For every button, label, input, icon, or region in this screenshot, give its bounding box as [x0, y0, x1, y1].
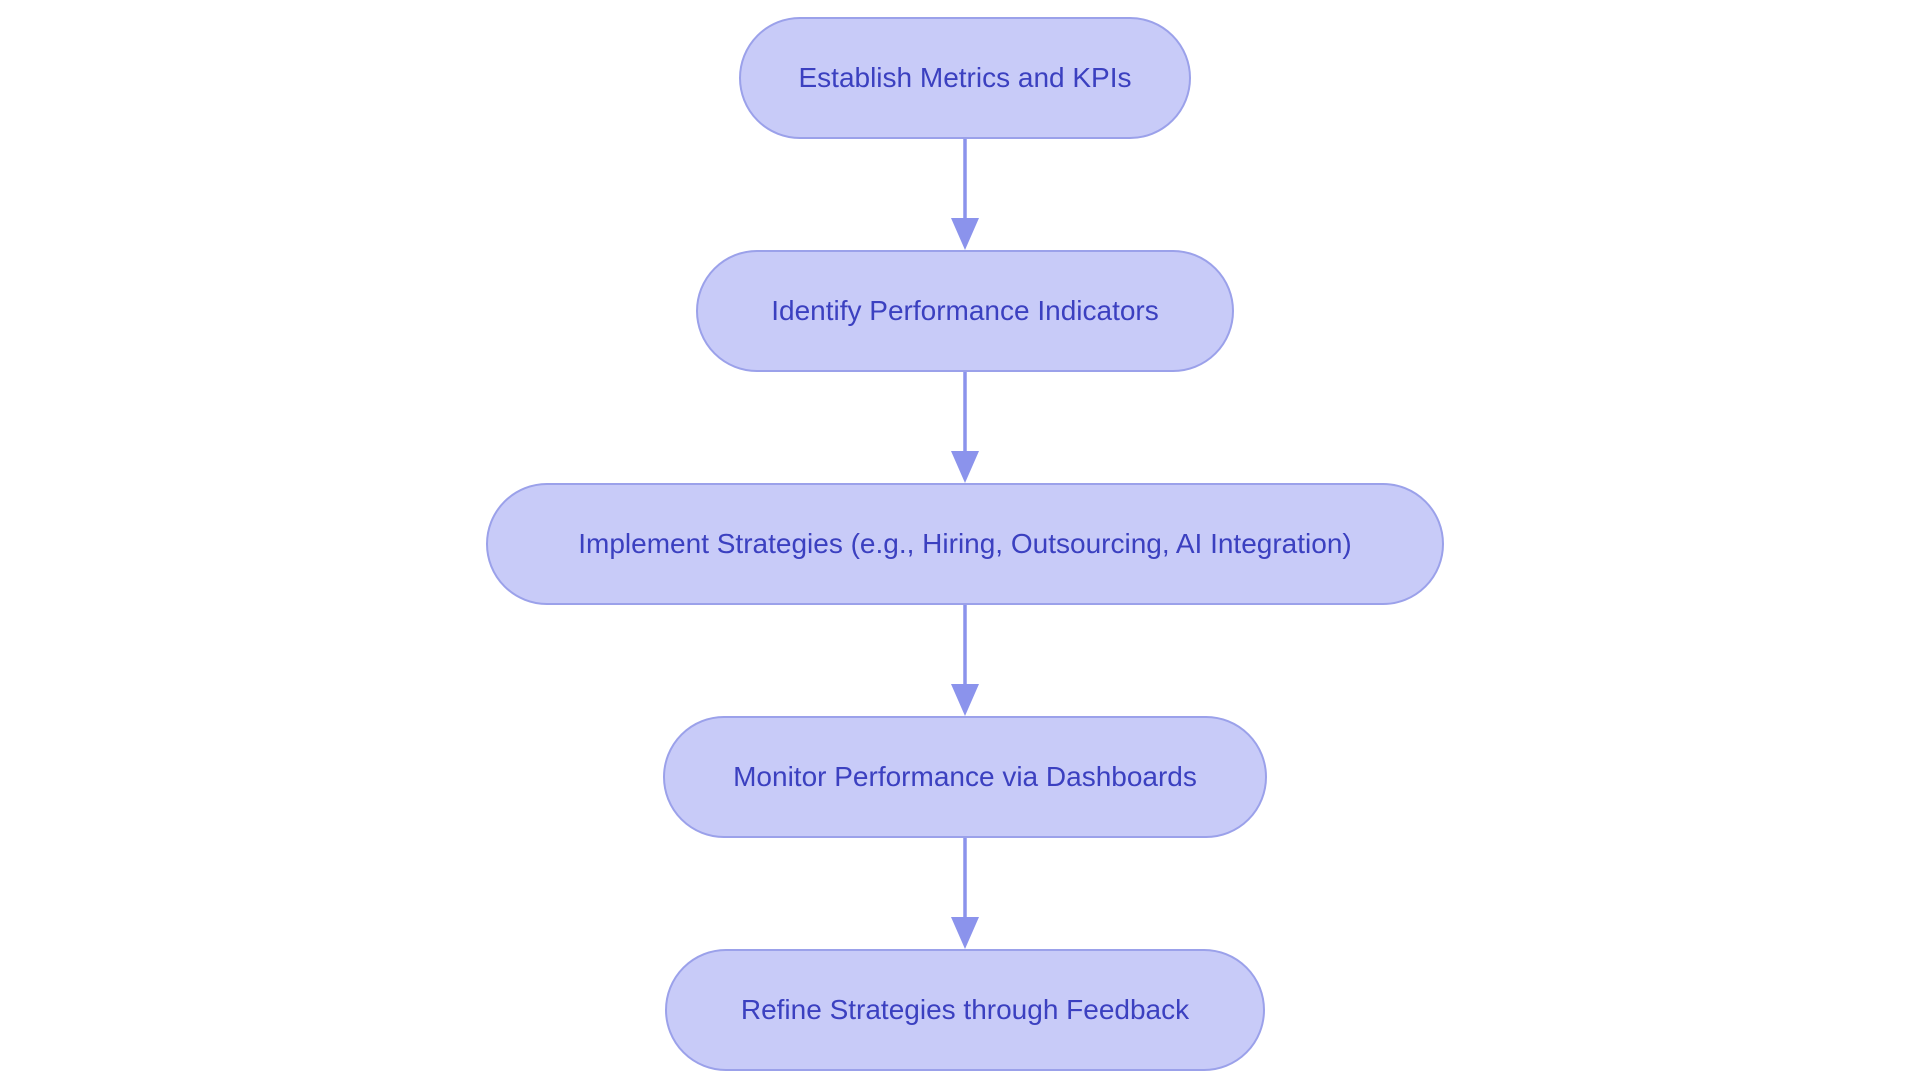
arrow-down-1-icon — [951, 139, 979, 250]
flow-node-label: Monitor Performance via Dashboards — [733, 761, 1197, 793]
arrow-down-2-icon — [951, 372, 979, 483]
flow-node-implement-strategies: Implement Strategies (e.g., Hiring, Outs… — [486, 483, 1444, 605]
flow-node-label: Refine Strategies through Feedback — [740, 994, 1190, 1026]
arrow-down-3-icon — [951, 605, 979, 716]
flowchart-column: Establish Metrics and KPIs Identify Perf… — [486, 17, 1444, 1071]
flow-node-label: Identify Performance Indicators — [771, 295, 1159, 327]
flow-node-identify-indicators: Identify Performance Indicators — [696, 250, 1234, 372]
flow-node-establish-metrics: Establish Metrics and KPIs — [739, 17, 1191, 139]
flow-node-refine-strategies: Refine Strategies through Feedback — [665, 949, 1265, 1071]
flow-node-label: Implement Strategies (e.g., Hiring, Outs… — [578, 528, 1352, 560]
arrow-down-4-icon — [951, 838, 979, 949]
flow-node-monitor-performance: Monitor Performance via Dashboards — [663, 716, 1267, 838]
flow-node-label: Establish Metrics and KPIs — [798, 62, 1132, 94]
